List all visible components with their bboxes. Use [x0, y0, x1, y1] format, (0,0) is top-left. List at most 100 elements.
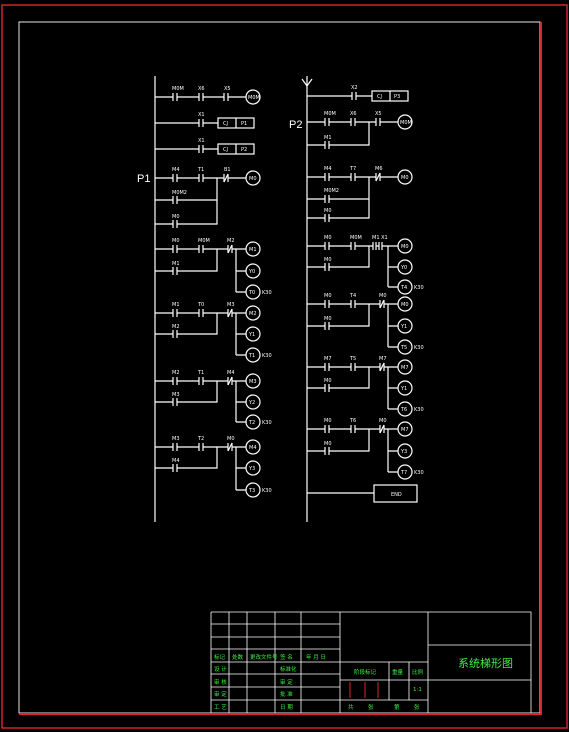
coil-label: M0: [401, 302, 409, 308]
drawing-title: 系统梯形图: [458, 657, 513, 670]
coil-label: T4: [400, 285, 407, 291]
contact-label: T2: [197, 436, 204, 442]
func-label: CJ: [223, 121, 228, 127]
rung-r8: M0 T6 M0 M7 Y3 T7 K30 M0: [307, 418, 424, 480]
rung-l1: M0M X6 X5 M0M: [155, 86, 261, 105]
contact-label: M4: [172, 458, 180, 464]
coil-label: T1: [248, 353, 255, 359]
func-label: P1: [241, 121, 247, 127]
coil-label: Y1: [400, 386, 407, 392]
func-label: CJ: [223, 147, 228, 153]
coil-label: T5: [400, 345, 407, 351]
coil-label: T2: [248, 420, 255, 426]
tb-text: 审 核: [214, 678, 227, 686]
right-ladder: P2 X2 CJ P3 M0M X6 X5 M0M M1: [289, 76, 424, 522]
rung-r6: M0 T4 M0 M0 Y1 T5 K30 M0: [307, 293, 424, 355]
contact-label: M1: [324, 135, 332, 141]
right-red-edge: [540, 22, 542, 713]
func-label: P3: [394, 94, 400, 100]
contact-label: B1: [224, 167, 231, 173]
contact-label: M0M: [324, 111, 336, 117]
rung-l3: X1 CJ P2: [155, 138, 255, 155]
contact-label: M1: [172, 302, 180, 308]
tb-text: 更改文件号: [250, 653, 278, 661]
contact-label: M2: [172, 370, 180, 376]
contact-label: M4: [324, 166, 332, 172]
contact-label: T1: [197, 167, 204, 173]
contact-label: X5: [224, 86, 231, 92]
contact-label: X6: [350, 111, 357, 117]
contact-label: M4: [227, 370, 235, 376]
tb-text: 标准化: [280, 665, 297, 673]
contact-label: X1: [198, 138, 205, 144]
rung-l6: M1 T0 M3 M2 Y1 T1 K30 M2: [155, 302, 272, 363]
contact-label: M0: [324, 316, 332, 322]
contact-label: M2: [172, 324, 180, 330]
tb-text: 重量: [392, 668, 404, 676]
contact-label: M0M: [172, 86, 184, 92]
rung-r4: M4 T7 M6 M0 M0M2 M0: [307, 166, 413, 222]
contact-label: M0: [379, 418, 387, 424]
rung-l5: M0 M0M M2 M1 Y0 T0 K30 M1: [155, 238, 272, 300]
coil-label: M1: [249, 247, 257, 253]
rung-end: END: [307, 484, 418, 503]
contact-label: T5: [349, 356, 356, 362]
tb-text: 张: [414, 703, 420, 711]
contact-label: M0M: [198, 238, 210, 244]
contact-label: M0: [324, 257, 332, 263]
inner-white-frame: [18, 21, 541, 714]
contact-label: M0M2: [172, 190, 187, 196]
tb-text: 张: [368, 703, 374, 711]
contact-label: M0: [324, 418, 332, 424]
contact-label: T4: [349, 293, 356, 299]
contact-label: M4: [172, 167, 180, 173]
timer-const: K30: [262, 488, 272, 494]
contact-label: X1: [198, 112, 205, 118]
tb-text: 设 计: [214, 665, 227, 673]
outer-red-frame: [1, 4, 568, 729]
coil-label: M3: [249, 379, 257, 385]
coil-label: T6: [400, 407, 407, 413]
contact-label: M0: [324, 441, 332, 447]
contact-label: M1 X1: [372, 235, 388, 241]
timer-const: K30: [262, 420, 272, 426]
tb-text: 共: [348, 703, 354, 711]
coil-label: Y3: [400, 449, 407, 455]
tb-text: 1:1: [413, 687, 422, 693]
end-label: END: [391, 492, 402, 498]
tb-text: 标记: [214, 653, 226, 661]
coil-label: M0M: [400, 120, 412, 126]
contact-label: M1: [172, 261, 180, 267]
contact-label: T6: [349, 418, 356, 424]
tb-text: 审 定: [280, 678, 293, 686]
contact-label: T0: [197, 302, 204, 308]
rung-l8: M3 T2 M0 M4 Y3 T3 K30 M4: [155, 436, 272, 498]
title-block: 系统梯形图 标记 处数 更改文件号 签 名 年 月 日 设 计 审 核 审 定 …: [210, 611, 532, 713]
func-label: CJ: [377, 94, 382, 100]
rung-r2: M0M X6 X5 M0M M1: [307, 111, 413, 149]
contact-label: M3: [227, 302, 235, 308]
coil-label: Y3: [248, 466, 255, 472]
contact-label: M0: [379, 293, 387, 299]
tb-text: 工 艺: [214, 704, 227, 711]
contact-label: M0: [324, 208, 332, 214]
contact-label: M0: [324, 293, 332, 299]
contact-label: M6: [375, 166, 383, 172]
contact-label: T7: [349, 166, 356, 172]
contact-label: M0: [227, 436, 235, 442]
coil-label: M0: [401, 244, 409, 250]
tb-text: 日 期: [280, 704, 293, 711]
coil-label: M4: [249, 445, 257, 451]
coil-label: M7: [401, 365, 409, 371]
rung-r7: M7 T5 M7 M7 Y1 T6 K30 M0: [307, 356, 424, 417]
timer-const: K30: [414, 470, 424, 476]
contact-label: M0M: [350, 235, 362, 241]
label-p2: P2: [289, 119, 302, 131]
label-p1: P1: [137, 173, 150, 185]
coil-label: M0: [401, 175, 409, 181]
timer-const: K30: [414, 285, 424, 291]
rung-r1: X2 CJ P3: [307, 85, 409, 102]
timer-const: K30: [414, 345, 424, 351]
contact-label: M3: [172, 436, 180, 442]
